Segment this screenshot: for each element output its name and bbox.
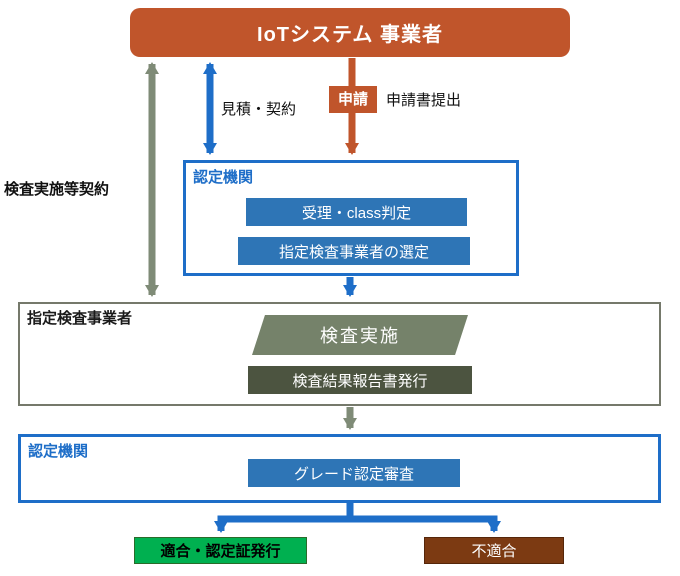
inspection-action-shape: 検査実施 xyxy=(252,315,468,355)
certification-body-1-title: 認定機関 xyxy=(193,169,254,186)
grade-review-step: グレード認定審査 xyxy=(248,459,460,487)
inspection-report-step: 検査結果報告書発行 xyxy=(248,366,472,394)
inspection-action-label: 検査実施 xyxy=(320,326,400,346)
certification-body-2-title: 認定機関 xyxy=(28,443,89,460)
branch-arrow-fail xyxy=(350,515,501,533)
designated-inspector-title: 指定検査事業者 xyxy=(27,310,133,327)
outcome-pass: 適合・認定証発行 xyxy=(134,537,307,564)
application-note: 申請書提出 xyxy=(386,92,462,109)
iot-operator-banner: IoTシステム 事業者 xyxy=(130,8,570,57)
quote-contract-label: 見積・契約 xyxy=(221,101,297,118)
step-select-designated-inspector: 指定検査事業者の選定 xyxy=(238,237,470,265)
step-acceptance-class-judgment: 受理・class判定 xyxy=(246,198,467,226)
inspection-contract-label: 検査実施等契約 xyxy=(4,181,110,198)
branch-arrow-pass xyxy=(214,503,354,533)
application-row: 申請 申請書提出 xyxy=(329,85,461,114)
outcome-fail: 不適合 xyxy=(424,537,564,564)
iot-operator-label: IoTシステム 事業者 xyxy=(257,24,443,46)
application-badge: 申請 xyxy=(329,85,378,114)
